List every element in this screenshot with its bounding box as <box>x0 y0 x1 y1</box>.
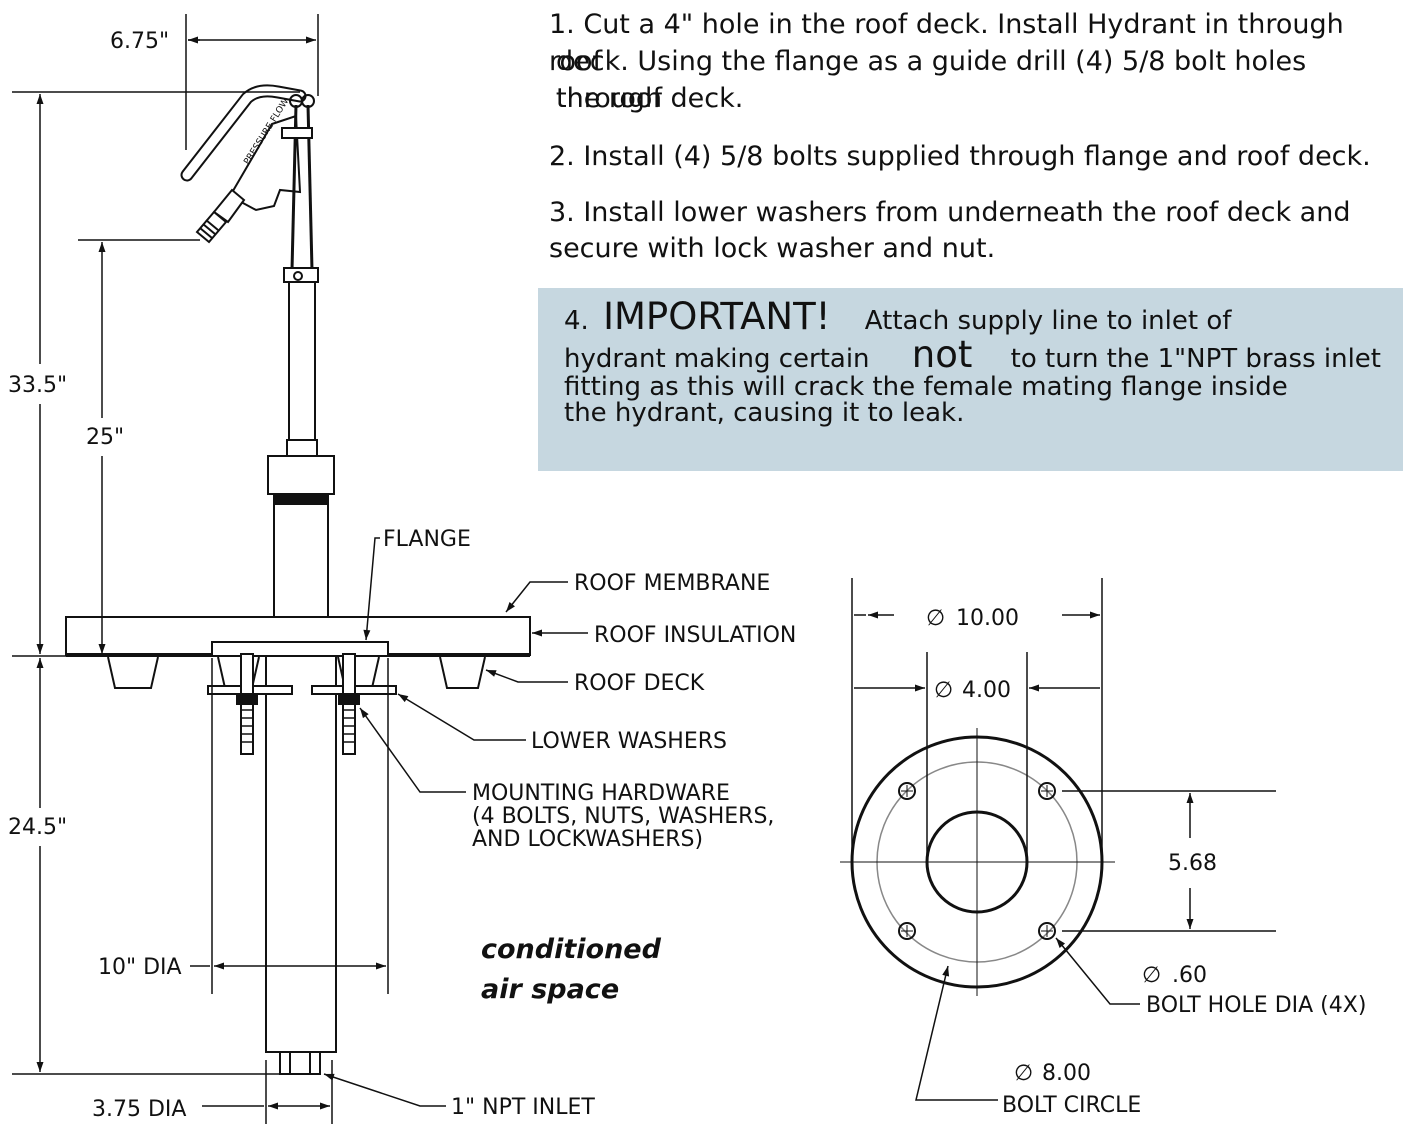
dim-inner-dia: 4.00 <box>962 678 1011 703</box>
flange-leader <box>363 537 380 641</box>
label-conditioned-2: air space <box>481 974 619 1005</box>
dim-bolt-spacing: 5.68 <box>1168 851 1217 876</box>
hydrant-handle: PRESSURE FLOW <box>180 84 319 283</box>
note-3-line-1: 3. Install lower washers from underneath… <box>549 197 1351 228</box>
bolt-hole <box>1038 782 1056 800</box>
important-text-a: Attach supply line to inlet of <box>864 306 1232 336</box>
mounting-leader <box>359 707 466 793</box>
important-line-4: the hydrant, causing it to leak. <box>564 398 965 428</box>
important-not: not <box>911 333 973 376</box>
inlet-fitting <box>279 1051 321 1075</box>
label-flange: FLANGE <box>383 527 471 552</box>
important-line-3: fitting as this will crack the female ma… <box>564 372 1288 402</box>
label-lower-washers: LOWER WASHERS <box>531 729 727 754</box>
flange-dimension-lines <box>851 578 1276 1101</box>
label-mounting-3: AND LOCKWASHERS) <box>472 827 703 852</box>
note-2: 2. Install (4) 5/8 bolts supplied throug… <box>549 141 1371 172</box>
important-line-1: 4. IMPORTANT! Attach supply line to inle… <box>564 298 1403 336</box>
note-3-line-2: secure with lock washer and nut. <box>549 233 996 264</box>
membrane-leader <box>505 581 568 613</box>
label-roof-membrane: ROOF MEMBRANE <box>574 571 770 596</box>
hydrant-labels: 6.75" 33.5" 25" 24.5" 10" DIA 3.75 DIA F… <box>8 29 796 1122</box>
important-heading: IMPORTANT! <box>603 295 831 338</box>
dim-top-width: 6.75" <box>110 29 169 54</box>
hydrant-upper-casing <box>267 455 335 495</box>
important-text-b: hydrant making certain <box>564 344 870 374</box>
dim-outer-dia: 10.00 <box>956 606 1019 631</box>
dim-circle-dia: 8.00 <box>1042 1061 1091 1086</box>
label-inlet: 1" NPT INLET <box>451 1095 595 1120</box>
important-number: 4. <box>564 306 589 336</box>
dim-pipe-dia: 3.75 DIA <box>92 1097 186 1122</box>
dim-hole-dia: .60 <box>1172 963 1207 988</box>
important-callout: 4. IMPORTANT! Attach supply line to inle… <box>538 288 1403 471</box>
deck-leader <box>485 669 568 683</box>
hydrant-rod <box>288 281 316 443</box>
hydrant-dimension-lines <box>12 14 588 1124</box>
note-1-line-3: the roof deck. <box>556 83 744 114</box>
label-conditioned-1: conditioned <box>481 934 662 965</box>
note-1-line-2: deck. Using the flange as a guide drill … <box>556 46 1307 114</box>
dim-below-roof: 24.5" <box>8 815 67 840</box>
flange-part <box>211 641 389 657</box>
bolt-hole <box>898 782 916 800</box>
label-mounting-2: (4 BOLTS, NUTS, WASHERS, <box>472 804 774 829</box>
roof-assembly <box>65 616 531 755</box>
bolt-holes <box>898 782 1056 940</box>
label-roof-insulation: ROOF INSULATION <box>594 623 796 648</box>
important-line-2: hydrant making certain not to turn the 1… <box>564 336 1403 374</box>
dim-above-roof: 25" <box>86 425 124 450</box>
note-1-line-1: 1. Cut a 4" hole in the roof deck. Insta… <box>549 9 1344 77</box>
washers-leader <box>397 693 526 741</box>
dim-total-height: 33.5" <box>8 373 67 398</box>
inlet-leader <box>323 1073 446 1107</box>
label-bolt-circle: BOLT CIRCLE <box>1002 1093 1141 1118</box>
label-roof-deck: ROOF DECK <box>574 671 705 696</box>
hydrant-lower-pipe <box>265 655 337 1053</box>
dim-inner-dia-symbol: ∅ <box>934 678 953 703</box>
flange-labels: ∅ 10.00 ∅ 4.00 5.68 ∅ .60 BOLT HOLE DIA … <box>926 606 1366 1118</box>
hydrant-side-view: PRESSURE FLOW <box>180 84 337 1075</box>
label-bolt-hole: BOLT HOLE DIA (4X) <box>1146 993 1366 1018</box>
important-text-c: to turn the 1"NPT brass inlet <box>1010 344 1381 374</box>
dim-circle-dia-symbol: ∅ <box>1014 1061 1033 1086</box>
flange-top-view <box>840 728 1115 996</box>
bolt-hole <box>1038 922 1056 940</box>
dim-flange-dia: 10" DIA <box>98 955 182 980</box>
dim-hole-dia-symbol: ∅ <box>1142 963 1161 988</box>
bolt-hole <box>898 922 916 940</box>
dim-outer-dia-symbol: ∅ <box>926 606 945 631</box>
label-mounting-1: MOUNTING HARDWARE <box>472 781 730 806</box>
